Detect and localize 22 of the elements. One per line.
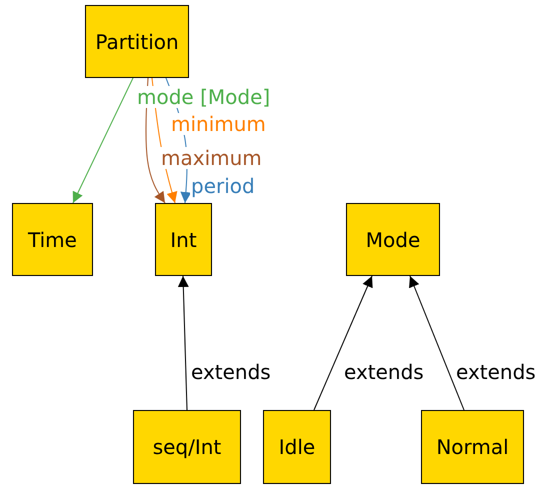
node-label: Idle bbox=[278, 435, 316, 459]
arrow bbox=[72, 78, 134, 204]
edge-label: minimum bbox=[170, 113, 267, 135]
edge-label: period bbox=[190, 175, 256, 197]
node-label: seq/Int bbox=[152, 435, 222, 459]
edge-label: mode [Mode] bbox=[136, 86, 272, 108]
node-label: Time bbox=[28, 228, 77, 252]
class-box bbox=[263, 410, 331, 484]
arrow bbox=[314, 276, 373, 410]
class-box bbox=[421, 410, 524, 484]
node-label: Mode bbox=[366, 228, 420, 252]
edge-label: maximum bbox=[160, 147, 263, 169]
arrow bbox=[409, 276, 464, 410]
class-box bbox=[346, 203, 440, 276]
node-label: Partition bbox=[95, 30, 179, 54]
class-box bbox=[12, 203, 93, 276]
class-box bbox=[133, 410, 241, 484]
node-label: Int bbox=[170, 228, 197, 252]
node-label: Normal bbox=[436, 435, 509, 459]
arrow bbox=[178, 276, 189, 410]
class-box bbox=[155, 203, 212, 276]
class-box bbox=[85, 5, 189, 78]
